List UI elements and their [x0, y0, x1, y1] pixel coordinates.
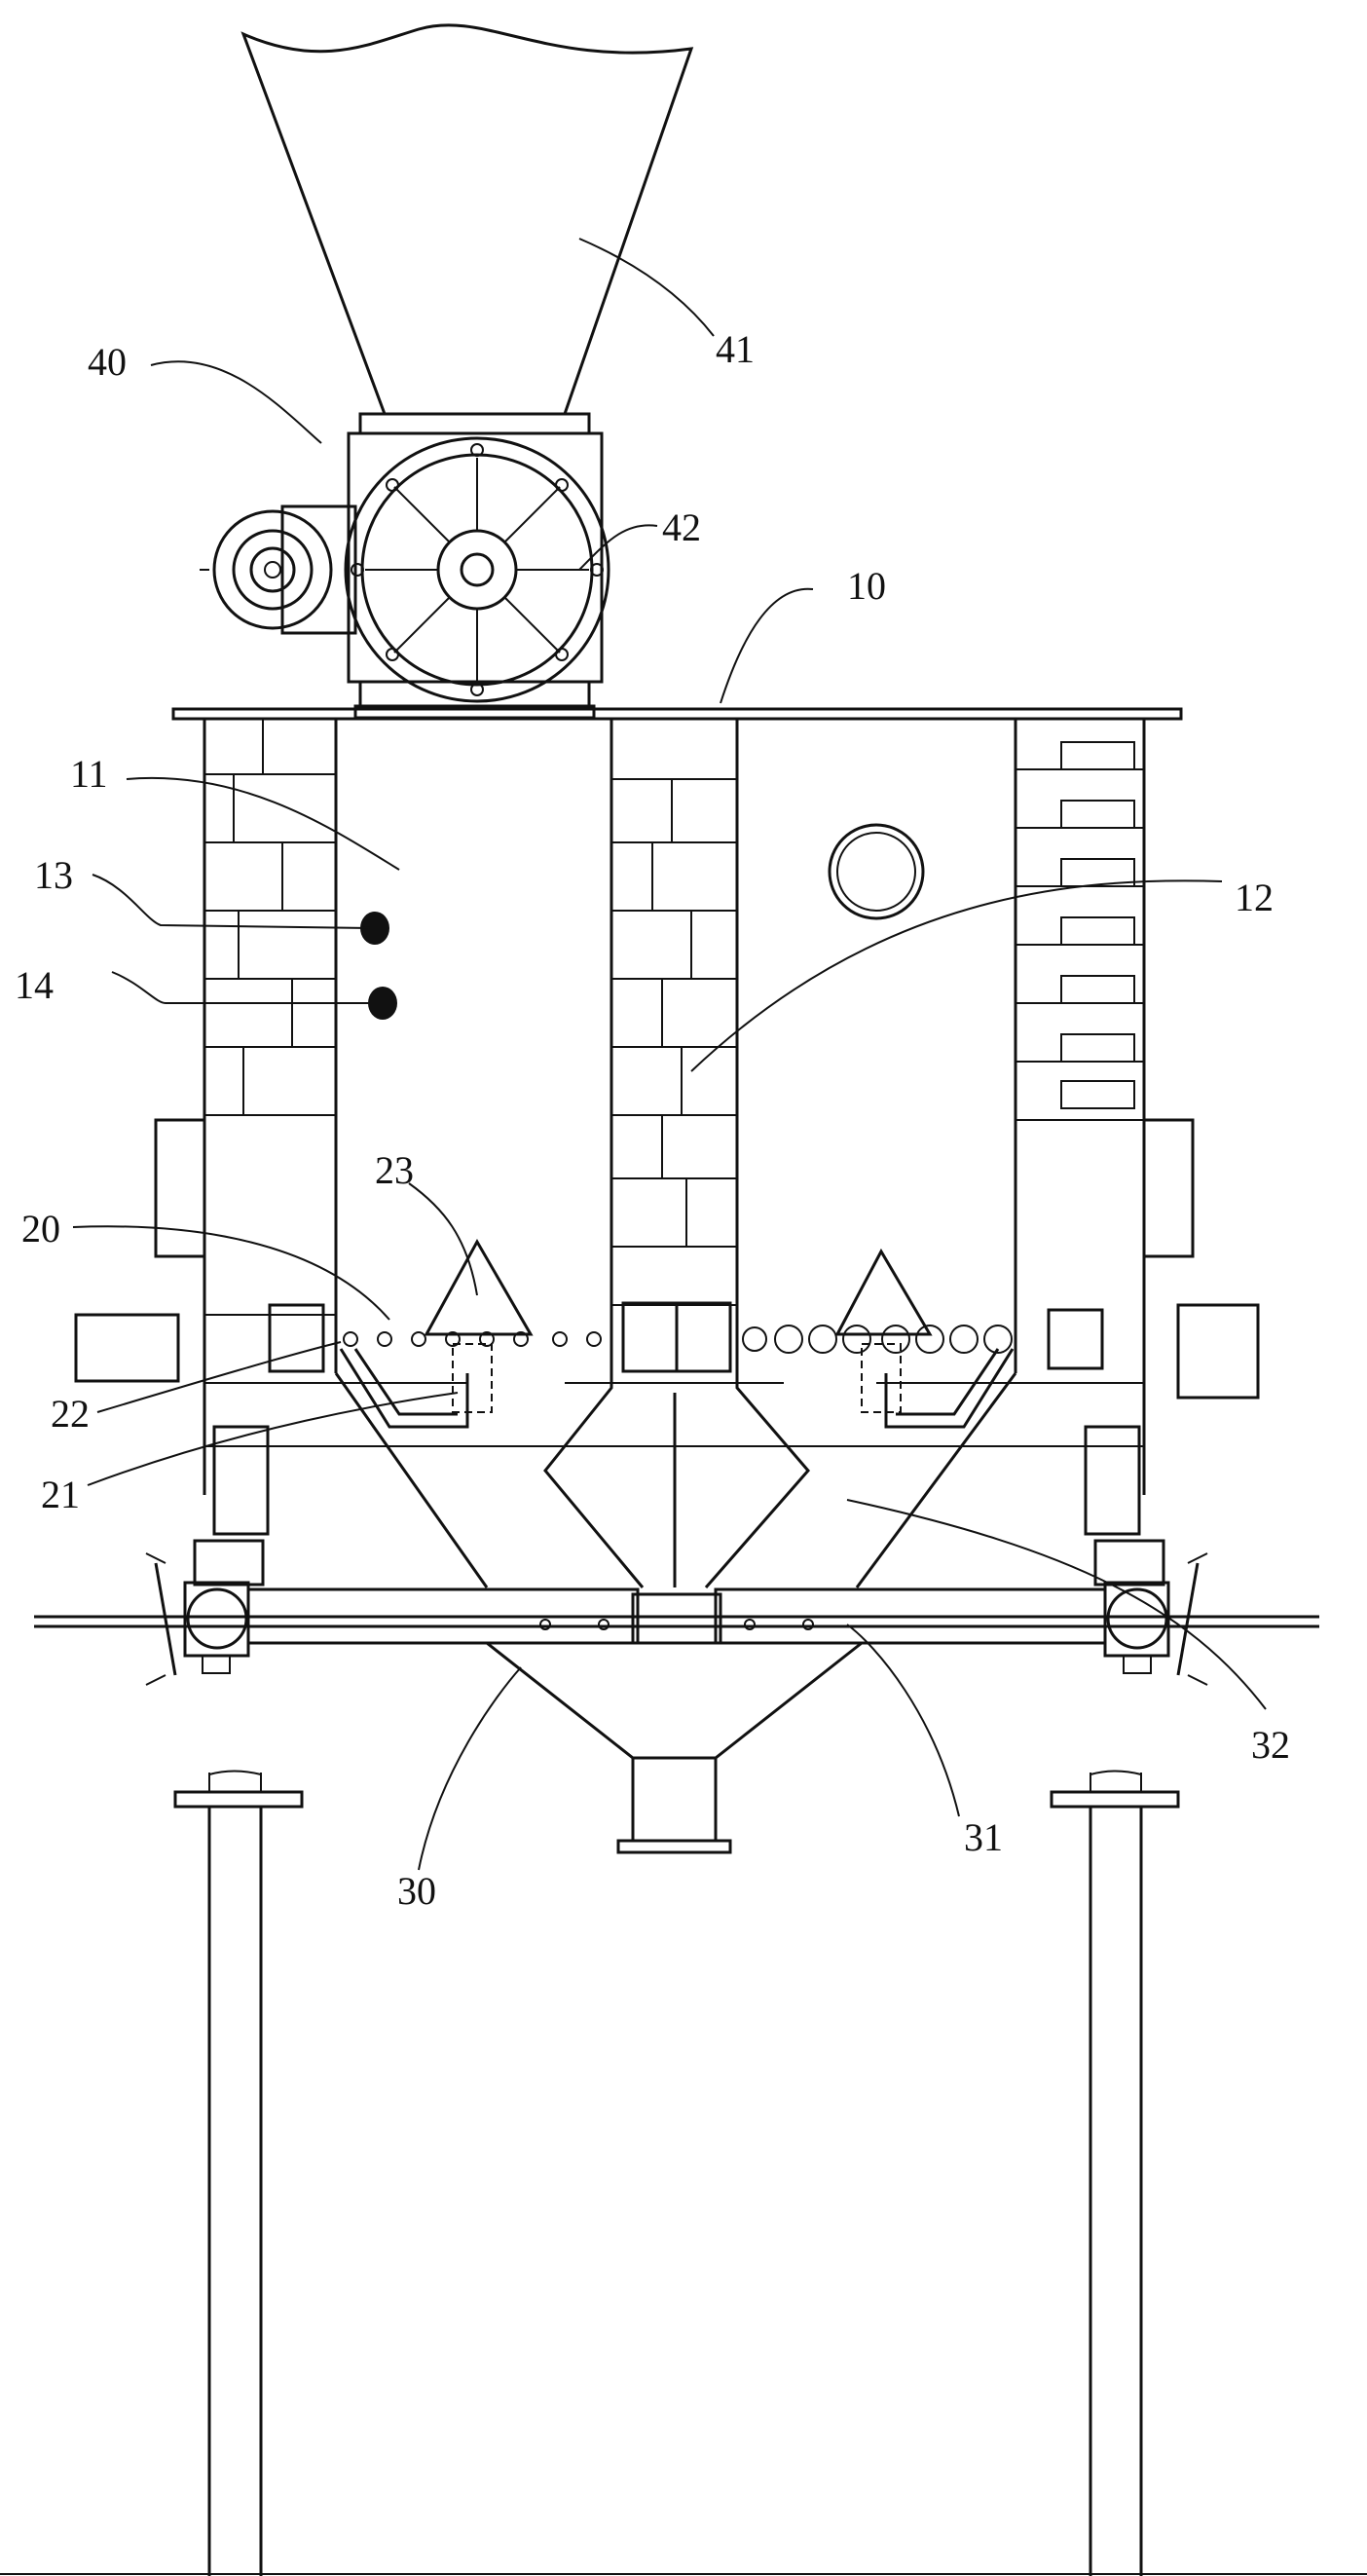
- label-42: 42: [662, 505, 701, 549]
- label-14: 14: [15, 963, 54, 1007]
- valve-bolts: [351, 443, 604, 696]
- label-22: 22: [51, 1392, 90, 1436]
- label-11: 11: [70, 752, 108, 796]
- cone-right: [834, 1248, 933, 1336]
- gas-distribution: [339, 1238, 1015, 1429]
- support-legs: [0, 1425, 1367, 2576]
- label-10: 10: [847, 564, 886, 608]
- left-drive: [145, 1552, 250, 1686]
- label-20: 20: [21, 1207, 60, 1251]
- drive-motor: [200, 504, 357, 635]
- label-21: 21: [41, 1473, 80, 1516]
- cone-left: [424, 1238, 534, 1336]
- label-31: 31: [964, 1815, 1003, 1859]
- sensor-13: [360, 912, 389, 945]
- furnace-body: [74, 707, 1260, 1588]
- sensor-14: [368, 987, 397, 1020]
- label-13: 13: [34, 853, 73, 897]
- reference-numerals: 40 41 42 10 11 12 13 14 23 20 22 21 30 3…: [15, 327, 1290, 1913]
- right-drive: [1103, 1552, 1208, 1686]
- label-32: 32: [1251, 1723, 1290, 1767]
- label-40: 40: [88, 340, 127, 384]
- sight-port: [828, 823, 925, 920]
- nozzle-row-right: [742, 1325, 1013, 1354]
- feed-funnel: [240, 23, 694, 435]
- label-12: 12: [1235, 876, 1274, 919]
- label-30: 30: [397, 1869, 436, 1913]
- label-23: 23: [375, 1148, 414, 1192]
- brick-lining: [204, 719, 1144, 1447]
- collector: [34, 1552, 1319, 1854]
- label-41: 41: [716, 327, 755, 371]
- leader-lines: [72, 238, 1267, 1871]
- nozzle-row-left: [343, 1331, 602, 1347]
- rotary-feeder-valve: [200, 431, 610, 720]
